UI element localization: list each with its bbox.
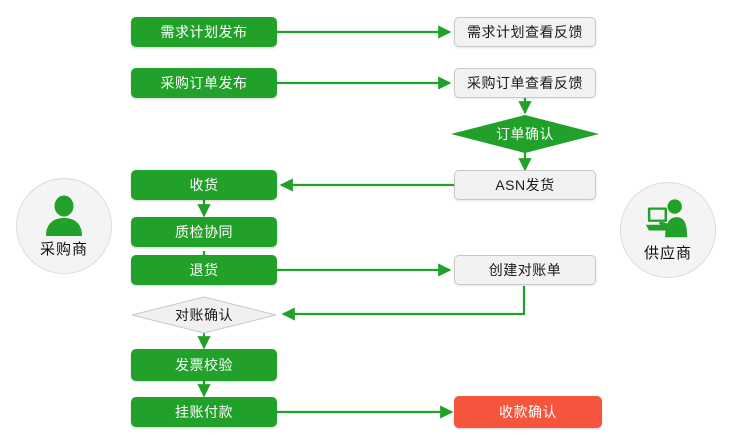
node-accrual-payment[interactable]: 挂账付款: [131, 397, 277, 427]
node-label: 创建对账单: [488, 262, 562, 278]
person-at-computer-icon: [645, 198, 688, 237]
node-label: 订单确认: [496, 126, 554, 142]
node-invoice-verification[interactable]: 发票校验: [131, 349, 277, 381]
node-demand-plan-view-feedback[interactable]: 需求计划查看反馈: [454, 17, 596, 47]
actor-buyer-label: 采购商: [39, 240, 88, 258]
node-create-reconciliation-statement[interactable]: 创建对账单: [454, 255, 596, 285]
node-reconciliation-confirm[interactable]: 对账确认: [131, 296, 277, 334]
node-label: 发票校验: [175, 357, 233, 373]
node-label: 挂账付款: [175, 404, 233, 420]
node-demand-plan-publish[interactable]: 需求计划发布: [131, 17, 277, 47]
node-quality-inspection-collab[interactable]: 质检协同: [131, 217, 277, 247]
node-purchase-order-publish[interactable]: 采购订单发布: [131, 68, 277, 98]
node-label: ASN发货: [495, 177, 555, 193]
node-label: 对账确认: [175, 307, 233, 323]
node-payment-receipt-confirm[interactable]: 收款确认: [454, 396, 602, 428]
wire-statement-to-reconcile: [281, 286, 526, 321]
actor-supplier[interactable]: 供应商: [620, 182, 716, 278]
node-label: 退货: [189, 262, 219, 278]
node-label: 需求计划查看反馈: [467, 24, 583, 40]
node-label: 质检协同: [175, 224, 233, 240]
node-label: 需求计划发布: [160, 24, 248, 40]
node-return-goods[interactable]: 退货: [131, 255, 277, 285]
actor-buyer[interactable]: 采购商: [16, 178, 112, 274]
node-label: 采购订单查看反馈: [467, 75, 583, 91]
node-order-confirm[interactable]: 订单确认: [451, 115, 599, 153]
node-receive-goods[interactable]: 收货: [131, 170, 277, 200]
node-label: 收款确认: [499, 404, 557, 420]
node-asn-shipment[interactable]: ASN发货: [454, 170, 596, 200]
node-label: 采购订单发布: [160, 75, 248, 91]
actor-supplier-label: 供应商: [643, 244, 692, 262]
diamond-shape: [451, 115, 599, 153]
diamond-shape: [131, 296, 277, 334]
person-icon: [46, 195, 82, 236]
node-purchase-order-view-feedback[interactable]: 采购订单查看反馈: [454, 68, 596, 98]
node-label: 收货: [189, 177, 219, 193]
